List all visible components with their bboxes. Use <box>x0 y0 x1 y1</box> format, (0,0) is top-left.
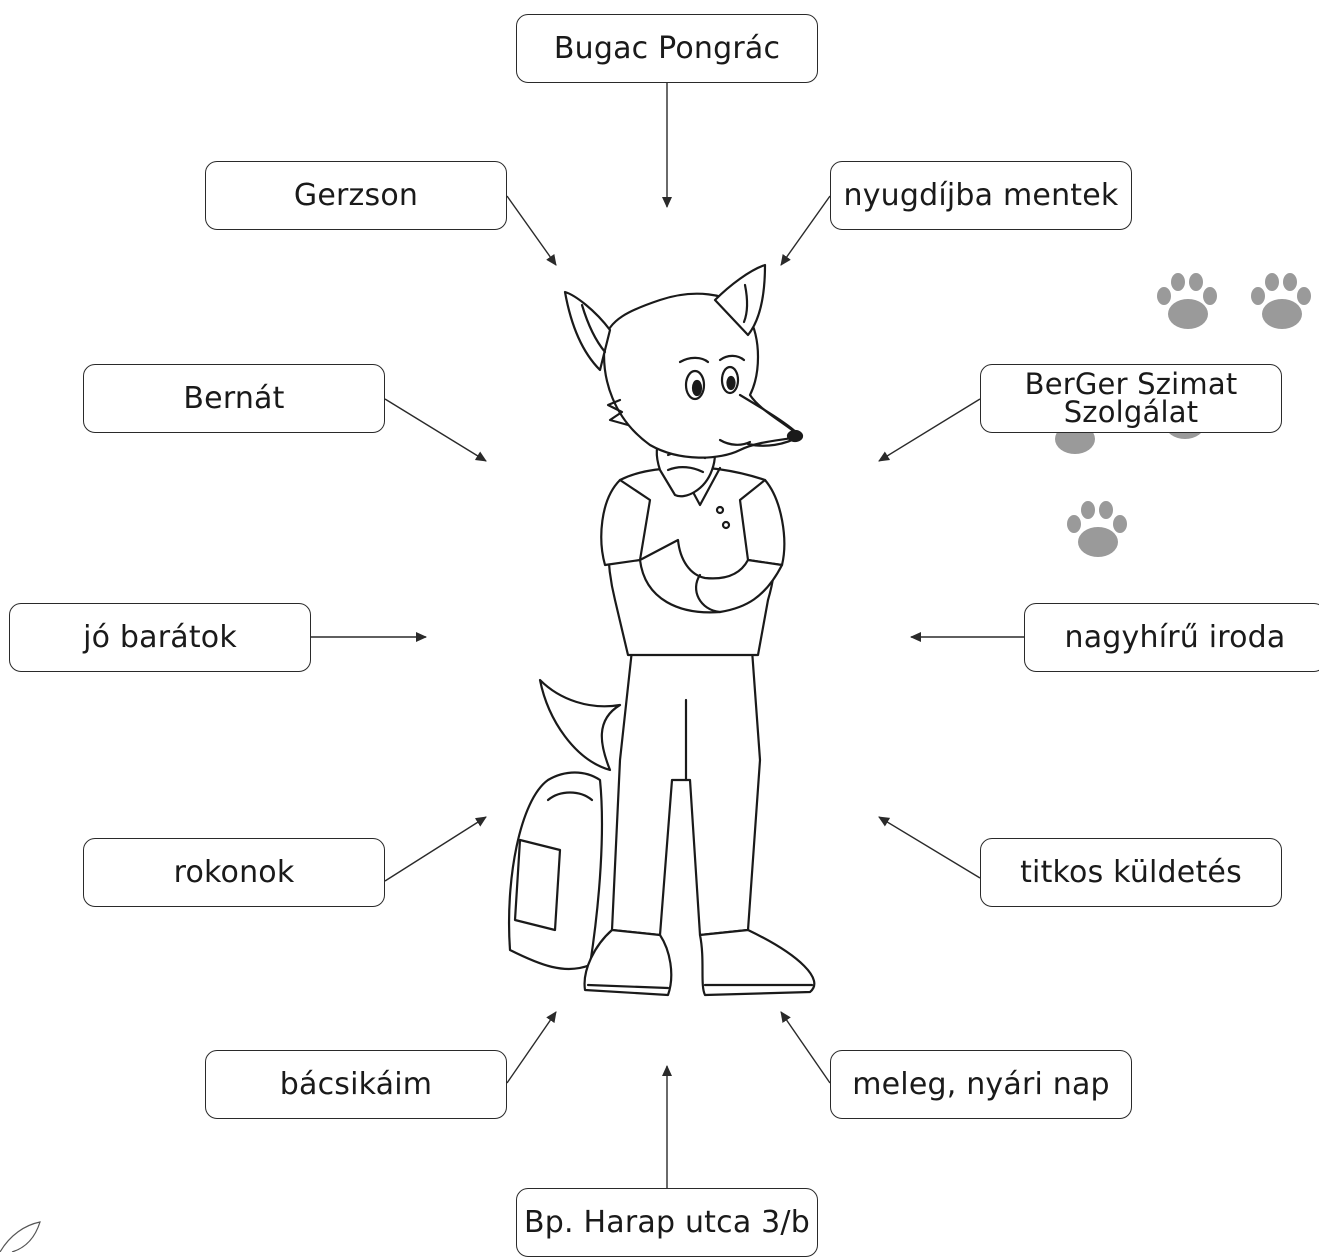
label-jo-baratok: jó barátok <box>9 603 311 672</box>
label-text: Bp. Harap utca 3/b <box>524 1204 810 1240</box>
label-text: rokonok <box>173 854 295 890</box>
label-text: titkos küldetés <box>1020 854 1242 890</box>
arrow-nyugdij <box>780 195 831 266</box>
label-text: Gerzson <box>293 177 419 213</box>
arrow-bacsik <box>506 1011 557 1084</box>
label-nap: meleg, nyári nap <box>830 1050 1132 1119</box>
label-gerzson: Gerzson <box>205 161 507 230</box>
leaf-decoration-icon <box>0 1221 41 1252</box>
arrow-berger <box>878 398 981 462</box>
paw-print-icon <box>1157 273 1217 329</box>
label-bernat: Bernát <box>83 364 385 433</box>
label-text: nagyhírű iroda <box>1064 619 1286 655</box>
label-text: Bugac Pongrác <box>553 30 781 66</box>
label-kuldetes: titkos küldetés <box>980 838 1282 907</box>
paw-print-icon <box>1067 501 1127 557</box>
paw-print-icon <box>1251 273 1311 329</box>
label-text: Bernát <box>183 380 285 416</box>
arrow-nap <box>780 1011 831 1084</box>
label-name: Bugac Pongrác <box>516 14 818 83</box>
label-nyugdij: nyugdíjba mentek <box>830 161 1132 230</box>
wolf-character-illustration <box>507 263 816 997</box>
label-text-line-2: Szolgálat <box>1063 394 1199 429</box>
label-text: jó barátok <box>83 619 237 655</box>
arrows <box>311 83 1024 1188</box>
label-text: bácsikáim <box>279 1066 433 1102</box>
arrow-rokonok <box>384 816 487 882</box>
arrow-kuldetes <box>878 816 981 879</box>
label-rokonok: rokonok <box>83 838 385 907</box>
label-text: meleg, nyári nap <box>852 1066 1110 1102</box>
label-text-line-1: BerGer Szimat <box>1024 366 1238 401</box>
label-berger: BerGer Szimat Szolgálat <box>980 364 1282 433</box>
arrow-bernat <box>384 398 487 462</box>
label-iroda: nagyhírű iroda <box>1024 603 1319 672</box>
arrow-gerzson <box>506 195 557 266</box>
label-bacsik: bácsikáim <box>205 1050 507 1119</box>
label-cim: Bp. Harap utca 3/b <box>516 1188 818 1257</box>
label-text: nyugdíjba mentek <box>843 177 1119 213</box>
